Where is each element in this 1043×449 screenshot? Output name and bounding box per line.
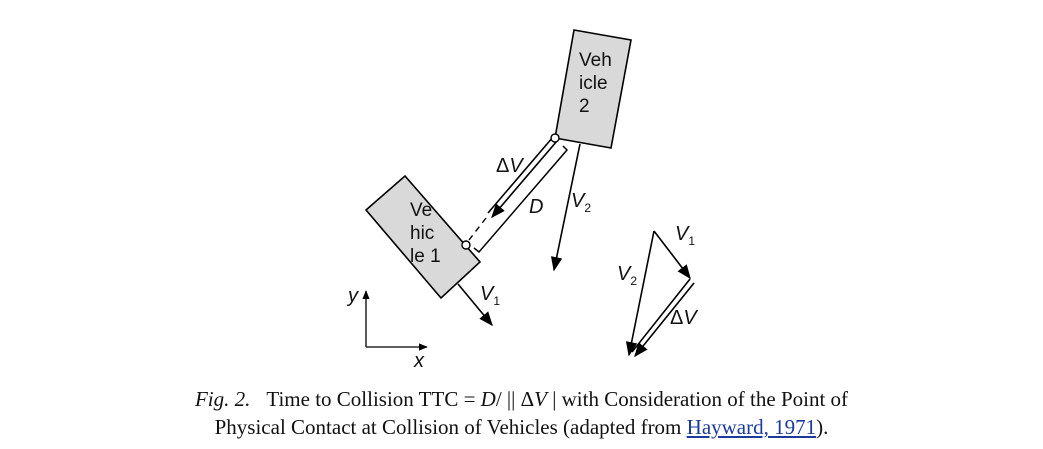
vehicle-2-label-line1: Veh bbox=[579, 50, 612, 71]
v1-label: V1 bbox=[480, 283, 500, 308]
caption-v: V bbox=[534, 387, 547, 411]
vehicle-1-label-line2: hic bbox=[410, 223, 434, 244]
triangle-v1-label: V1 bbox=[675, 223, 695, 248]
caption-eq: = bbox=[458, 387, 481, 411]
triangle-v2-arrow bbox=[625, 230, 655, 357]
distance-label: D bbox=[529, 196, 543, 218]
triangle-delta-v-line-b bbox=[634, 282, 695, 358]
caption-end: ). bbox=[816, 415, 829, 439]
caption-line-1: Fig. 2.Time to Collision TTC = D/ || ΔV … bbox=[0, 385, 1043, 413]
v2-velocity-arrow bbox=[550, 143, 581, 272]
caption-slash: / || bbox=[495, 387, 521, 411]
triangle-delta-v-label: ΔV bbox=[670, 307, 698, 329]
vehicle-2-body bbox=[554, 29, 632, 149]
delta-v-arrow-line-a bbox=[487, 136, 554, 214]
vehicle-1-body bbox=[364, 174, 482, 300]
contact-point-vehicle-1 bbox=[461, 240, 471, 250]
vehicle-2-label-line2: icle bbox=[579, 73, 608, 94]
figure-number: Fig. 2. bbox=[194, 387, 251, 411]
vehicle-2-label-line3: 2 bbox=[579, 96, 590, 117]
reference-link[interactable]: Hayward, 1971 bbox=[686, 415, 817, 439]
triangle-delta-v-line-a bbox=[631, 278, 691, 353]
y-axis-label: y bbox=[346, 285, 359, 307]
distance-bracket bbox=[473, 145, 569, 254]
delta-v-dashed-line bbox=[468, 217, 487, 241]
triangle-v2-label: V2 bbox=[617, 263, 637, 288]
vehicle-1-label-line3: le 1 bbox=[410, 246, 441, 267]
v1-velocity-arrow bbox=[457, 283, 493, 327]
vehicle-1-label-line1: Ve bbox=[410, 200, 432, 221]
figure-caption: Fig. 2.Time to Collision TTC = D/ || ΔV … bbox=[0, 385, 1043, 441]
triangle-v1-arrow bbox=[653, 230, 691, 280]
caption-d: D bbox=[480, 387, 496, 411]
delta-v-label: ΔV bbox=[496, 155, 524, 177]
v2-label: V2 bbox=[571, 190, 591, 215]
caption-text-a: Time to Collision TTC bbox=[266, 387, 459, 411]
collision-diagram: Veh icle 2 Ve hic le 1 ΔV D V2 V1 y x V1… bbox=[346, 29, 698, 372]
contact-point-vehicle-2 bbox=[550, 133, 560, 143]
caption-text-b: | with Consideration of the Point of bbox=[546, 387, 849, 411]
caption-delta: Δ bbox=[520, 387, 535, 411]
delta-v-arrow-line-b bbox=[491, 140, 558, 219]
caption-line-2-text: Physical Contact at Collision of Vehicle… bbox=[214, 415, 687, 439]
x-axis-label: x bbox=[413, 350, 425, 372]
caption-line-2: Physical Contact at Collision of Vehicle… bbox=[0, 413, 1043, 441]
